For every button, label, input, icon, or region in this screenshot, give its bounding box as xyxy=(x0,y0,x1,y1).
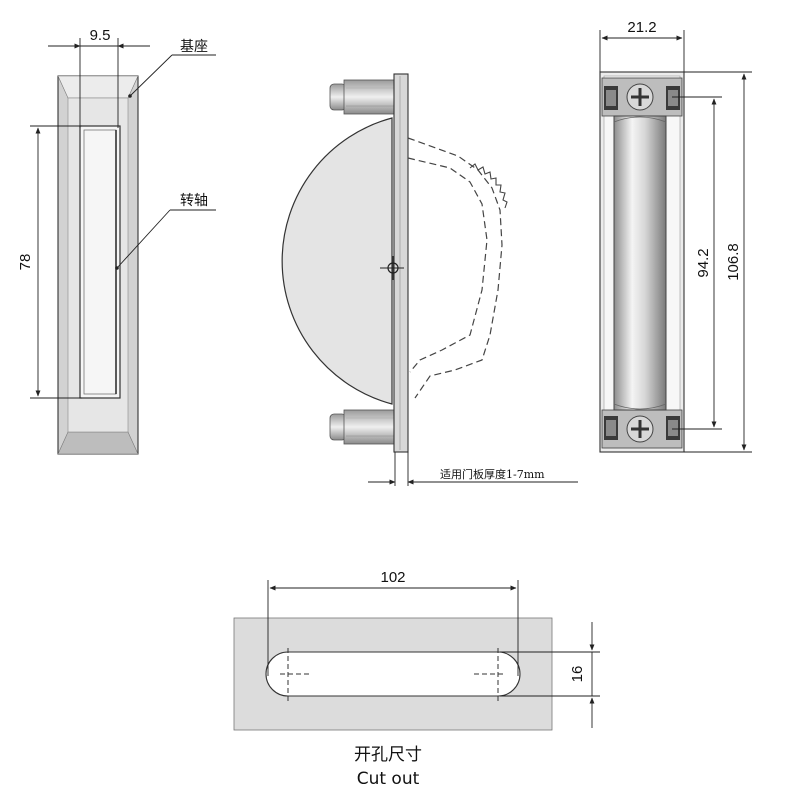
front-handle xyxy=(613,115,667,411)
front-view: 21.2 94.2 106.8 xyxy=(599,19,752,453)
cutout-slot xyxy=(265,651,521,697)
side-handle xyxy=(79,125,121,399)
section-view: 适用门板厚度1-7mm xyxy=(281,73,578,486)
cutout-caption-cn: 开孔尺寸 xyxy=(354,745,422,765)
front-width-dim: 21.2 xyxy=(627,19,656,36)
leader-shaft xyxy=(116,209,171,269)
cutout-length-dim: 102 xyxy=(380,569,405,586)
open-position-outline xyxy=(407,137,503,399)
bottom-stud xyxy=(329,409,397,445)
ribbed-edge xyxy=(469,163,508,209)
top-stud xyxy=(329,79,397,115)
cutout-view: 102 16 开孔尺寸 Cut out xyxy=(233,569,600,789)
side-length-dim: 78 xyxy=(17,254,34,271)
side-width-dim: 9.5 xyxy=(90,27,111,44)
front-inner-dim: 94.2 xyxy=(695,248,712,277)
pivot-point xyxy=(387,262,399,274)
half-disc-handle xyxy=(281,117,393,405)
side-housing-bevel xyxy=(57,75,139,99)
leader-base xyxy=(129,54,173,97)
mounting-plate xyxy=(393,73,409,453)
label-base: 基座 xyxy=(180,38,208,55)
cutout-height-dim: 16 xyxy=(569,666,586,683)
front-overall-dim: 106.8 xyxy=(725,243,742,281)
side-view: 9.5 78 基座 转轴 xyxy=(17,27,216,455)
panel-thickness-note: 适用门板厚度1-7mm xyxy=(440,467,545,481)
cutout-caption-en: Cut out xyxy=(357,769,420,789)
label-shaft: 转轴 xyxy=(180,193,208,209)
